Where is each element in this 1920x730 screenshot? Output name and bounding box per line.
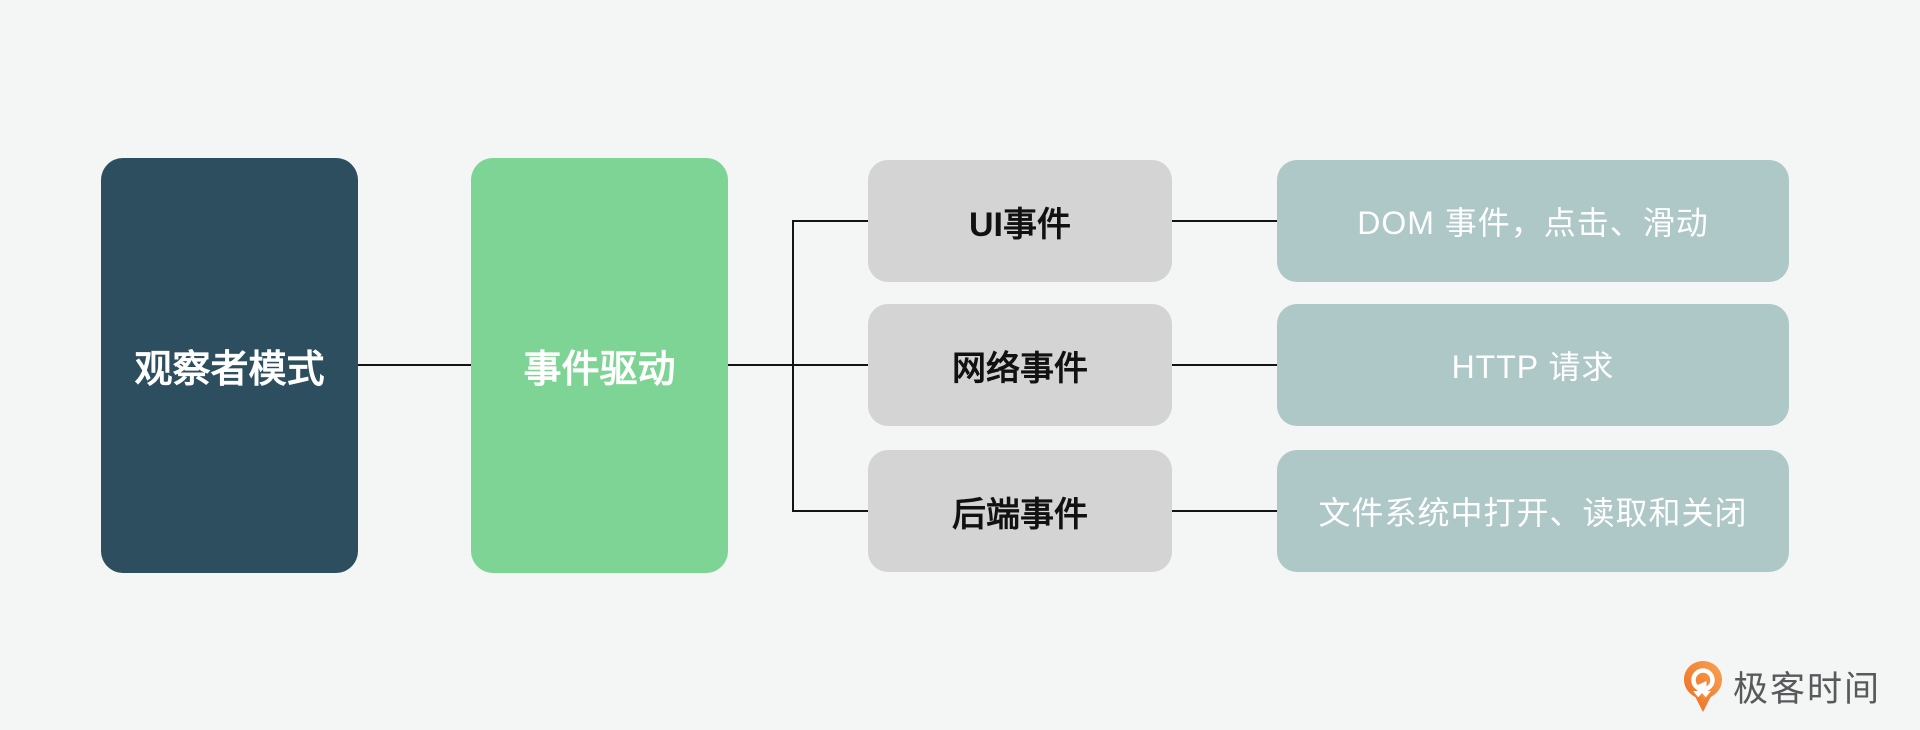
node-observer-pattern-label: 观察者模式 xyxy=(134,349,325,391)
node-event-driven-label: 事件驱动 xyxy=(523,349,676,391)
connector-ui-to-detail xyxy=(1172,220,1277,222)
connector-trunk-to-backend xyxy=(792,510,868,512)
node-backend-events: 后端事件 xyxy=(868,450,1172,572)
connector-backend-to-detail xyxy=(1172,510,1277,512)
node-network-events-label: 网络事件 xyxy=(952,349,1088,388)
geektime-pin-icon xyxy=(1683,660,1723,713)
node-observer-pattern: 观察者模式 xyxy=(101,158,358,573)
node-file-system-detail-label: 文件系统中打开、读取和关闭 xyxy=(1318,495,1748,531)
node-backend-events-label: 后端事件 xyxy=(952,495,1088,534)
connector-vertical-trunk xyxy=(792,220,794,512)
connector-network-to-detail xyxy=(1172,364,1277,366)
node-http-request-detail-label: HTTP 请求 xyxy=(1451,349,1615,385)
node-file-system-detail: 文件系统中打开、读取和关闭 xyxy=(1277,450,1789,572)
connector-trunk-to-ui xyxy=(792,220,868,222)
connector-hub-to-network xyxy=(728,364,868,366)
geektime-logo: 极客时间 xyxy=(1683,658,1881,714)
geektime-logo-text: 极客时间 xyxy=(1733,669,1882,709)
node-network-events: 网络事件 xyxy=(868,304,1172,426)
node-event-driven: 事件驱动 xyxy=(471,158,728,573)
node-dom-events-detail-label: DOM 事件，点击、滑动 xyxy=(1357,205,1709,241)
node-http-request-detail: HTTP 请求 xyxy=(1277,304,1789,426)
connector-root-to-hub xyxy=(358,364,471,366)
node-ui-events-label: UI事件 xyxy=(969,205,1071,244)
node-ui-events: UI事件 xyxy=(868,160,1172,282)
node-dom-events-detail: DOM 事件，点击、滑动 xyxy=(1277,160,1789,282)
